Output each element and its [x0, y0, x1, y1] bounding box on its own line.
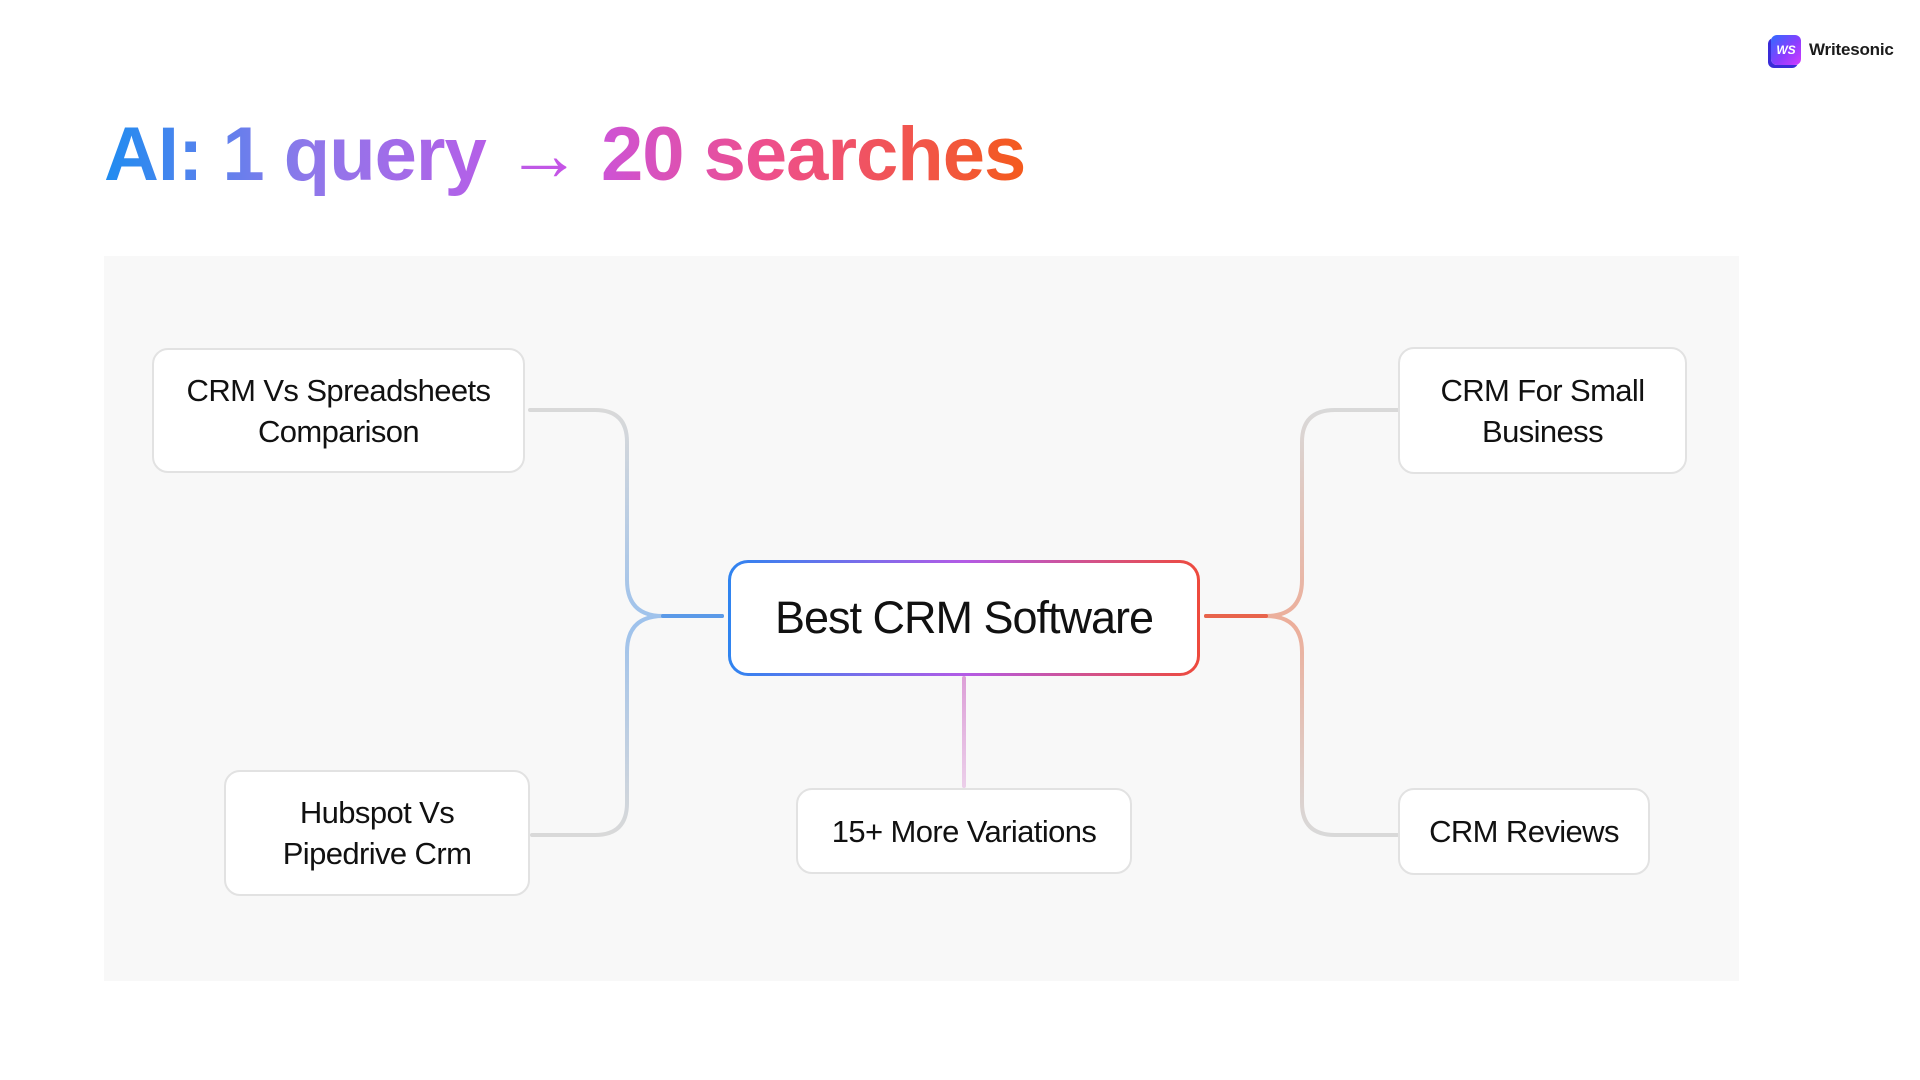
node-line: Pipedrive Crm [282, 836, 472, 871]
node-line: CRM Vs Spreadsheets [186, 372, 492, 408]
node-line: Comparison [257, 413, 420, 449]
node-line: Business [1482, 413, 1604, 449]
node-line: CRM Reviews [1429, 814, 1619, 849]
node-crm-vs-spreadsheets: CRM Vs Spreadsheets Comparison [152, 348, 525, 473]
node-line: 15+ More Variations [831, 813, 1097, 849]
writesonic-logo-icon: WS [1771, 35, 1801, 65]
writesonic-logo: WS Writesonic [1771, 34, 1894, 66]
node-line: Hubspot Vs [299, 795, 455, 830]
node-line: CRM For Small [1440, 372, 1645, 408]
brand-name: Writesonic [1809, 40, 1894, 59]
node-crm-reviews: CRM Reviews [1398, 788, 1650, 875]
node-hubspot-vs-pipedrive: Hubspot Vs Pipedrive Crm [224, 770, 530, 896]
slide-title: AI: 1 query → 20 searches [104, 100, 1026, 210]
node-more-variations: 15+ More Variations [796, 788, 1132, 874]
center-node-label: Best CRM Software [731, 563, 1197, 673]
center-node: Best CRM Software [728, 560, 1200, 676]
node-crm-for-small-business: CRM For Small Business [1398, 347, 1687, 474]
